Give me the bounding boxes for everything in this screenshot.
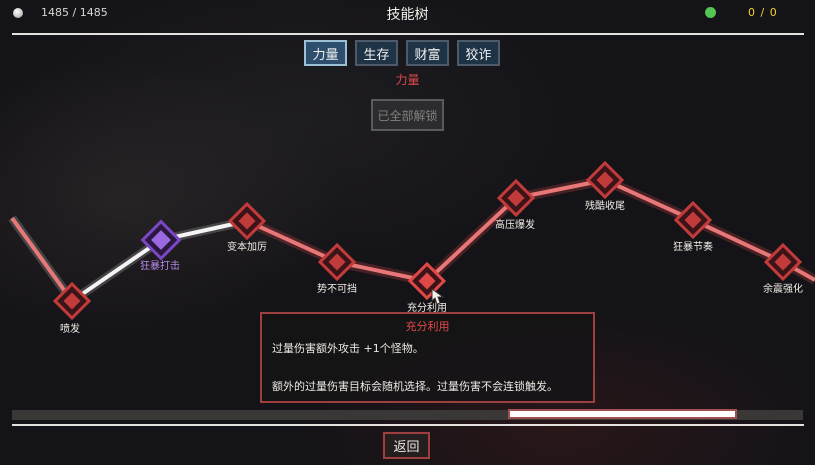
gem-icon [705,7,716,18]
hand-cursor-icon [431,288,445,305]
node-0[interactable] [52,281,92,321]
category-tabs: 力量 生存 财富 狡诈 [304,40,500,66]
node-label: 狂暴打击 [140,261,180,272]
node-8[interactable] [763,242,803,282]
tab-survival[interactable]: 生存 [355,40,398,66]
node-label: 狂暴节奏 [673,242,713,253]
bottom-divider [12,424,804,426]
rhythm-icon [684,211,702,229]
orb-icon [13,8,23,18]
tab-wealth[interactable]: 财富 [406,40,449,66]
aftershock-icon [774,253,792,271]
top-divider [12,33,804,35]
scrollbar-thumb[interactable] [508,409,737,419]
tooltip-description: 额外的过量伤害目标会随机选择。过量伤害不会连锁触发。 [272,380,558,393]
node-7[interactable] [673,200,713,240]
node-3[interactable] [317,242,357,282]
finisher-icon [596,171,614,189]
node-1[interactable] [140,219,182,261]
hp-counter: 1485 / 1485 [41,6,108,19]
unlock-all-button[interactable]: 已全部解锁 [371,99,444,131]
path-entry [10,216,74,303]
top-bar: 1485 / 1485 技能树 0 / 0 [0,0,815,26]
node-label: 残酷收尾 [585,201,625,212]
skill-tooltip: 充分利用 过量伤害额外攻击 +1个怪物。 额外的过量伤害目标会随机选择。过量伤害… [260,312,595,403]
tab-cunning[interactable]: 狡诈 [457,40,500,66]
node-label: 喷发 [60,324,80,335]
node-label: 余震强化 [763,284,803,295]
horizontal-scrollbar[interactable] [12,410,803,420]
gem-counter: 0 / 0 [748,6,778,19]
tooltip-description: 过量伤害额外攻击 +1个怪物。 [272,342,424,355]
node-label: 变本加厉 [227,242,267,253]
node-2[interactable] [227,201,267,241]
page-title: 技能树 [386,7,429,23]
back-button[interactable]: 返回 [383,432,430,459]
tooltip-title: 充分利用 [405,320,450,333]
node-6[interactable] [585,160,625,200]
node-label: 势不可挡 [317,284,357,295]
node-5[interactable] [496,178,536,218]
node-label: 充分利用 [407,303,447,314]
tab-strength[interactable]: 力量 [304,40,347,66]
node-label: 高压爆发 [495,220,535,231]
node-4[interactable] [407,261,447,301]
category-label: 力量 [395,73,420,87]
